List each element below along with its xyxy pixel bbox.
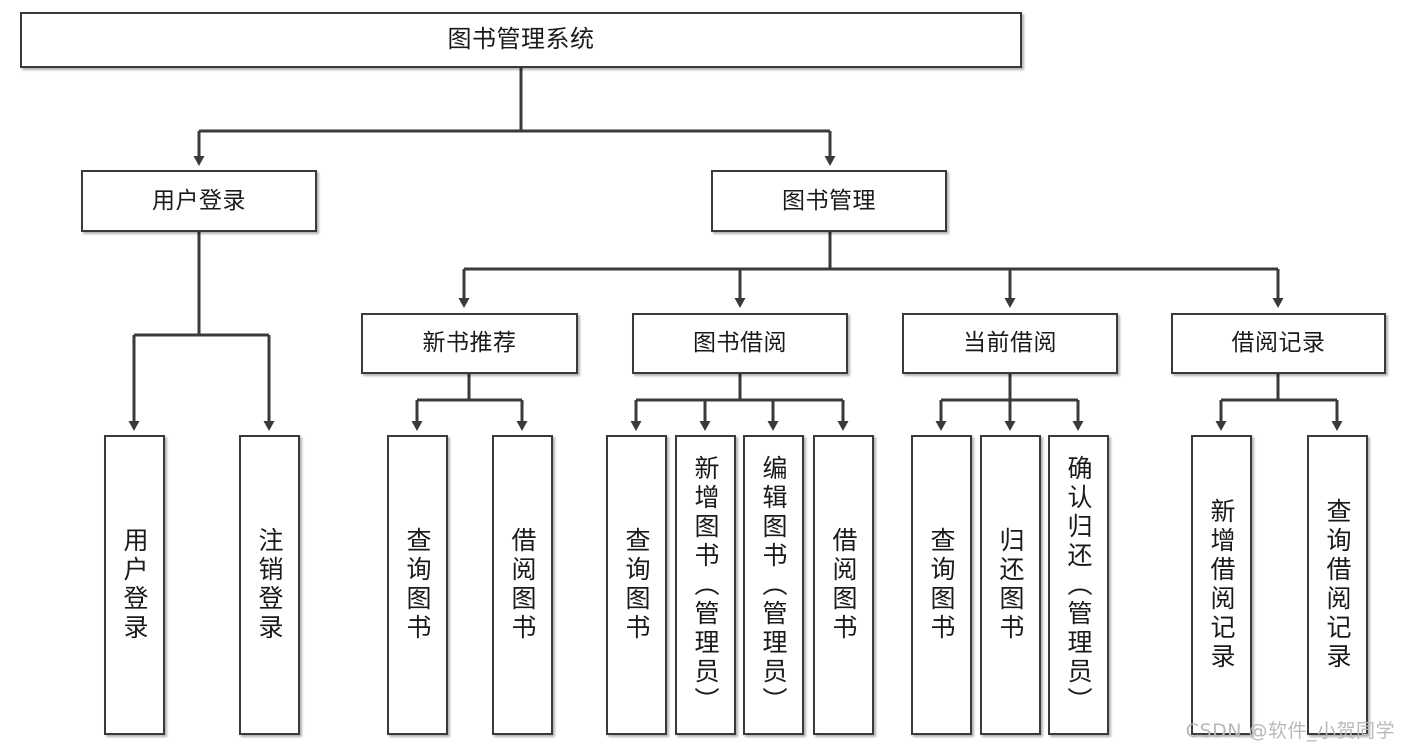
csdn-watermark: CSDN @软件_小贺同学 <box>1185 720 1395 742</box>
node-leaf-borrow-book-1[interactable]: 借阅图书 <box>492 435 553 735</box>
node-label: 图书管理 <box>782 187 876 214</box>
node-leaf-query-book-3[interactable]: 查询图书 <box>911 435 972 735</box>
node-label: 借阅图书 <box>829 527 858 643</box>
node-label: 确认归还（管理员） <box>1064 454 1093 716</box>
node-label: 图书借阅 <box>693 330 787 357</box>
node-leaf-add-book[interactable]: 新增图书（管理员） <box>675 435 736 735</box>
node-leaf-logout[interactable]: 注销登录 <box>239 435 300 735</box>
node-label: 注销登录 <box>255 527 284 643</box>
node-leaf-add-record[interactable]: 新增借阅记录 <box>1191 435 1252 735</box>
node-label: 用户登录 <box>152 187 246 214</box>
node-label: 查询借阅记录 <box>1323 498 1352 672</box>
node-label: 新书推荐 <box>422 330 517 357</box>
node-root-system[interactable]: 图书管理系统 <box>20 12 1022 68</box>
node-label: 用户登录 <box>120 527 149 643</box>
node-current-borrow[interactable]: 当前借阅 <box>902 313 1118 374</box>
node-book-borrow[interactable]: 图书借阅 <box>632 313 848 374</box>
node-leaf-return-book[interactable]: 归还图书 <box>980 435 1041 735</box>
node-label: 查询图书 <box>622 527 651 643</box>
node-leaf-query-book-2[interactable]: 查询图书 <box>606 435 667 735</box>
node-label: 查询图书 <box>927 527 956 643</box>
node-label: 新增图书（管理员） <box>691 454 720 716</box>
node-borrow-record[interactable]: 借阅记录 <box>1171 313 1386 374</box>
node-leaf-user-login[interactable]: 用户登录 <box>104 435 165 735</box>
node-book-manage[interactable]: 图书管理 <box>711 170 947 232</box>
node-user-login[interactable]: 用户登录 <box>81 170 317 232</box>
node-leaf-query-book-1[interactable]: 查询图书 <box>387 435 448 735</box>
node-label: 编辑图书（管理员） <box>759 454 788 716</box>
node-new-book-rec[interactable]: 新书推荐 <box>361 313 578 374</box>
node-leaf-edit-book[interactable]: 编辑图书（管理员） <box>743 435 804 735</box>
node-leaf-query-record[interactable]: 查询借阅记录 <box>1307 435 1368 735</box>
node-leaf-confirm-return[interactable]: 确认归还（管理员） <box>1048 435 1109 735</box>
node-label: 归还图书 <box>996 527 1025 643</box>
node-label: 当前借阅 <box>963 330 1057 357</box>
node-label: 借阅图书 <box>508 527 537 643</box>
node-label: 借阅记录 <box>1231 330 1326 357</box>
node-leaf-borrow-book-2[interactable]: 借阅图书 <box>813 435 874 735</box>
node-label: 查询图书 <box>403 527 432 643</box>
node-label: 图书管理系统 <box>447 25 595 54</box>
node-label: 新增借阅记录 <box>1207 498 1236 672</box>
